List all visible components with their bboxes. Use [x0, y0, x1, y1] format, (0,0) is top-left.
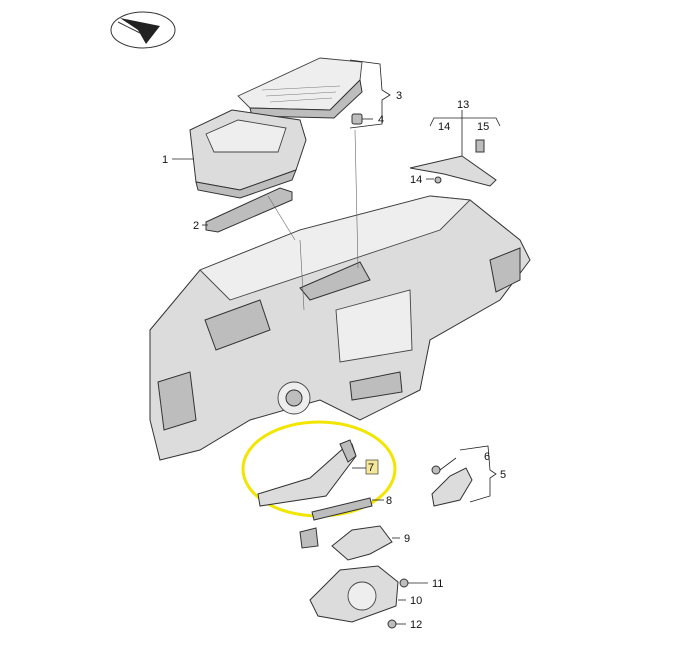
callout-11: 11 [432, 578, 443, 590]
callout-2: 2 [193, 220, 199, 232]
brace-3: 3 [349, 59, 402, 129]
upper-cover-part [237, 57, 363, 119]
callout-8: 8 [386, 495, 392, 507]
callout-7: 7 [368, 462, 374, 474]
cluster-housing-part: 1 [162, 109, 307, 199]
trim-group-13: 13 14 15 14 [409, 99, 501, 187]
upper-column-cover-part: 9 [299, 525, 410, 561]
bracket-part-8: 8 [311, 495, 392, 521]
callout-13: 13 [457, 99, 469, 111]
callout-1: 1 [162, 154, 168, 166]
highlight-group-7: 7 [241, 420, 397, 518]
callout-12: 12 [410, 619, 422, 631]
brand-logo [110, 11, 176, 49]
callout-4: 4 [378, 114, 384, 126]
callout-10: 10 [410, 595, 422, 607]
callout-6: 6 [484, 451, 490, 463]
callout-14a: 14 [438, 121, 450, 133]
callout-3: 3 [396, 90, 402, 102]
callout-5: 5 [500, 469, 506, 481]
callout-15: 15 [477, 121, 489, 133]
callout-14b: 14 [410, 174, 422, 186]
lower-column-cover-part: 10 11 12 [309, 565, 443, 631]
knee-trim-part-5: 6 5 [431, 445, 506, 507]
callout-9: 9 [404, 533, 410, 545]
clip-part-4: 4 [351, 113, 384, 126]
dashboard-body [149, 129, 531, 461]
highlight-label-box [365, 459, 379, 475]
bracket-part-2: 2 [193, 187, 293, 233]
